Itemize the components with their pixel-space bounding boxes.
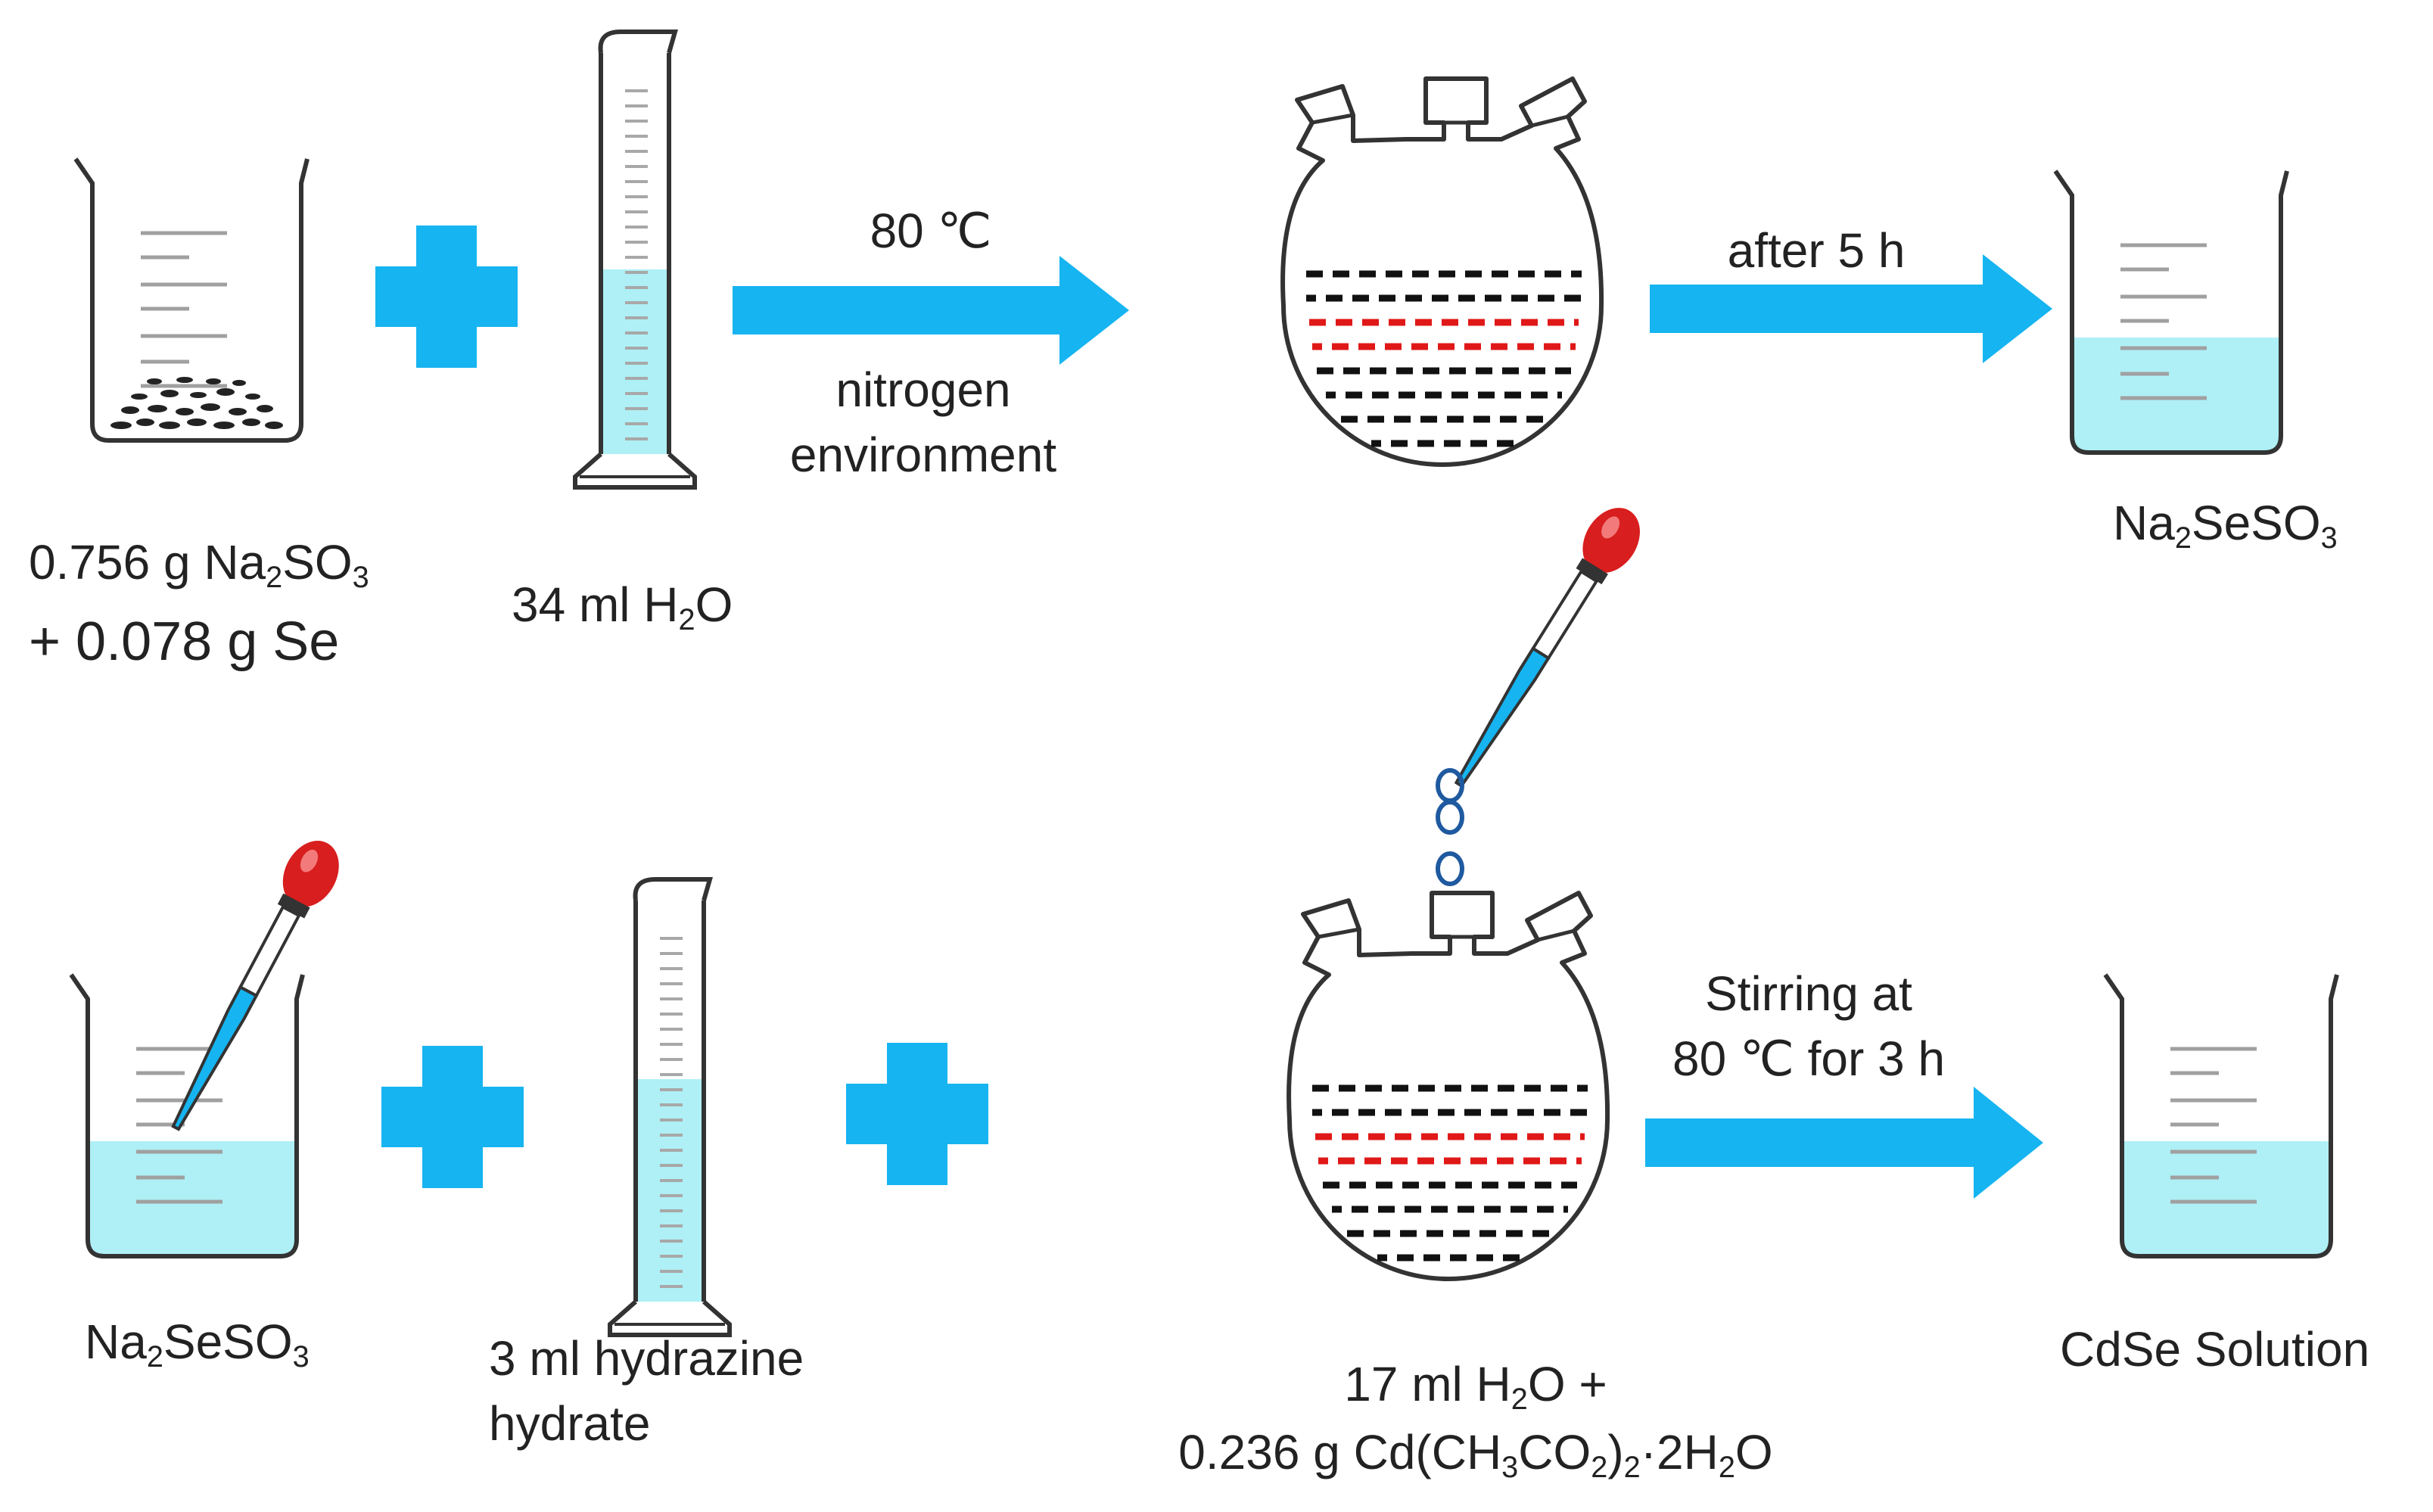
plus-icon bbox=[846, 1043, 988, 1185]
arrow2-condition-time: after 5 h bbox=[1727, 223, 1906, 278]
flask-contents-line1: 17 ml H2O + bbox=[1344, 1357, 1607, 1417]
plus-icon bbox=[381, 1046, 524, 1188]
water-label: 34 ml H2O bbox=[512, 577, 733, 637]
graduated-cylinder-icon bbox=[610, 879, 730, 1335]
graduated-cylinder-icon bbox=[575, 32, 695, 487]
beaker-icon bbox=[71, 975, 303, 1256]
flask-contents-line2: 0.236 g Cd(CH3CO2)2·2H2O bbox=[1178, 1425, 1773, 1485]
plus-icon bbox=[375, 226, 518, 368]
arrow-icon bbox=[1645, 1087, 2043, 1199]
arrow3-condition: Stirring at 80 ℃ for 3 h bbox=[1672, 966, 1946, 1087]
droplet-icon bbox=[1436, 768, 1464, 886]
reagent1-label-line2: + 0.078 g Se bbox=[29, 611, 340, 672]
solid-powder bbox=[110, 377, 283, 429]
beaker-icon bbox=[2055, 171, 2287, 453]
three-neck-flask-icon bbox=[1283, 79, 1601, 465]
dropper-icon bbox=[153, 831, 350, 1140]
dropper-icon bbox=[1435, 496, 1654, 800]
beaker-icon bbox=[2105, 975, 2337, 1256]
arrow1-condition-gas: nitrogen environment bbox=[789, 362, 1057, 483]
beaker-icon bbox=[76, 159, 307, 440]
hydrazine-label: 3 ml hydrazine hydrate bbox=[489, 1331, 804, 1451]
bottom-product-label: CdSe Solution bbox=[2060, 1322, 2370, 1377]
reagent1-label-line1: 0.756 g Na2SO3 bbox=[29, 535, 369, 595]
arrow1-condition-temp: 80 ℃ bbox=[870, 204, 992, 258]
arrow-icon bbox=[733, 256, 1129, 365]
three-neck-flask-icon bbox=[1289, 893, 1607, 1279]
bottom-reagent-label: Na2SeSO3 bbox=[85, 1314, 310, 1374]
arrow-icon bbox=[1650, 254, 2052, 363]
top-product-label: Na2SeSO3 bbox=[2113, 496, 2338, 555]
